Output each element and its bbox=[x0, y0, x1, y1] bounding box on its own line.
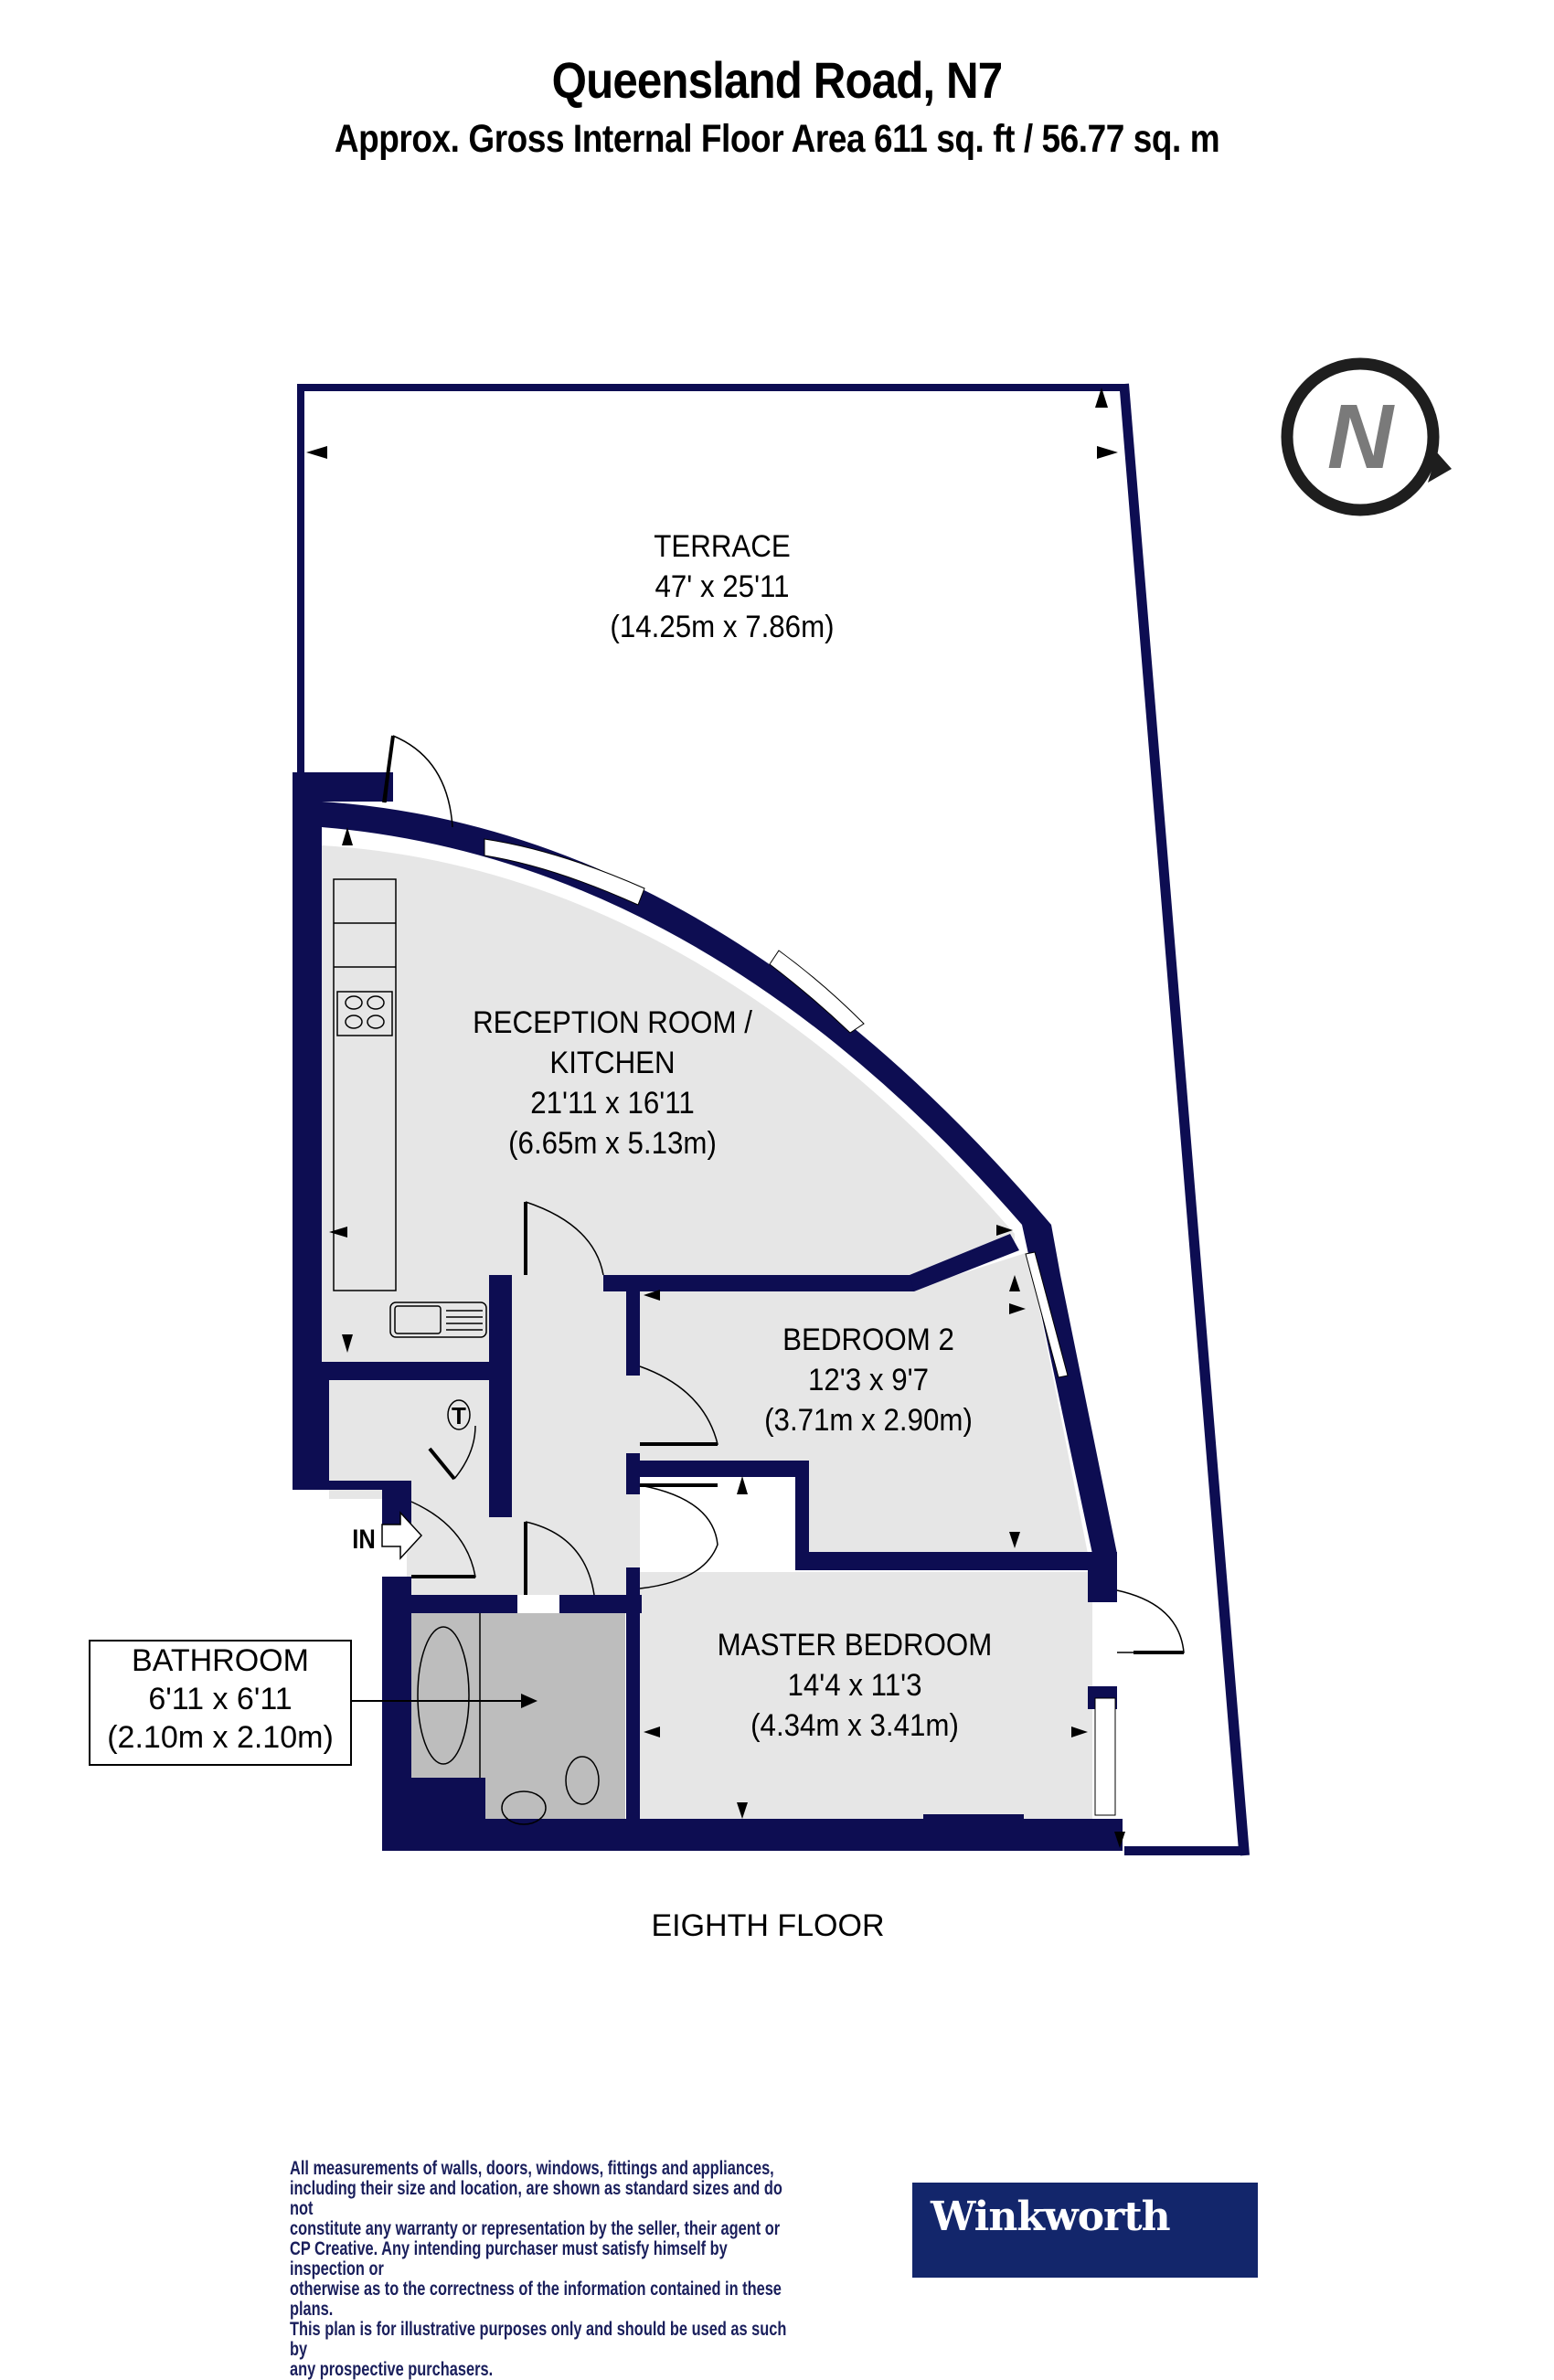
entrance-label: IN bbox=[352, 1525, 376, 1555]
terrace-imperial: 47' x 25'11 bbox=[655, 569, 790, 604]
reception-name-2: KITCHEN bbox=[549, 1046, 676, 1080]
windows bbox=[484, 838, 1116, 1816]
compass-label: N bbox=[1327, 386, 1395, 488]
dimension-arrows bbox=[329, 827, 1125, 1848]
reception-imperial: 21'11 x 16'11 bbox=[530, 1086, 695, 1121]
door-leaves bbox=[382, 735, 1184, 1654]
reception-metric: (6.65m x 5.13m) bbox=[508, 1126, 717, 1161]
door-swings bbox=[385, 735, 1185, 1653]
bedroom2-label: BEDROOM 2 12'3 x 9'7 (3.71m x 2.90m) bbox=[742, 1320, 995, 1440]
floor-plan: T N bbox=[293, 357, 1452, 1856]
master-name: MASTER BEDROOM bbox=[717, 1628, 993, 1663]
master-metric: (4.34m x 3.41m) bbox=[750, 1708, 959, 1743]
bathroom-pointer-arrow bbox=[521, 1694, 538, 1708]
bathroom-name: BATHROOM bbox=[132, 1643, 309, 1678]
bathroom-metric: (2.10m x 2.10m) bbox=[107, 1720, 334, 1755]
master-bedroom-fill bbox=[640, 1572, 1092, 1823]
reception-kitchen-label: RECEPTION ROOM / KITCHEN 21'11 x 16'11 (… bbox=[444, 1003, 781, 1163]
north-compass-icon: N bbox=[1281, 357, 1452, 516]
terrace-label: TERRACE 47' x 25'11 (14.25m x 7.86m) bbox=[562, 526, 882, 647]
property-title: Queensland Road, N7 bbox=[551, 51, 1004, 109]
cupboard-marker-label: T bbox=[452, 1402, 466, 1429]
walls bbox=[293, 772, 1123, 1851]
bedroom2-fill bbox=[640, 1252, 1088, 1554]
master-bedroom-label: MASTER BEDROOM 14'4 x 11'3 (4.34m x 3.41… bbox=[691, 1625, 1019, 1746]
entrance-arrow-icon bbox=[381, 1511, 423, 1560]
bedroom2-name: BEDROOM 2 bbox=[782, 1323, 954, 1357]
logo-text: Winkworth bbox=[931, 2194, 1171, 2240]
bathroom-imperial: 6'11 x 6'11 bbox=[148, 1682, 293, 1716]
terrace-metric: (14.25m x 7.86m) bbox=[610, 610, 835, 644]
bathroom-label-box: BATHROOM 6'11 x 6'11 (2.10m x 2.10m) bbox=[89, 1640, 352, 1766]
disclaimer-text: All measurements of walls, doors, window… bbox=[290, 2158, 787, 2380]
cupboard-marker-icon bbox=[447, 1399, 471, 1430]
winkworth-logo: Winkworth bbox=[912, 2183, 1258, 2278]
reception-name: RECEPTION ROOM / bbox=[473, 1005, 752, 1040]
master-imperial: 14'4 x 11'3 bbox=[787, 1668, 922, 1703]
bathroom-fixtures bbox=[417, 1613, 600, 1825]
terrace-name: TERRACE bbox=[654, 529, 791, 564]
bedroom2-imperial: 12'3 x 9'7 bbox=[808, 1363, 929, 1397]
floor-area-subtitle: Approx. Gross Internal Floor Area 611 sq… bbox=[334, 117, 1220, 161]
bedroom2-metric: (3.71m x 2.90m) bbox=[764, 1403, 973, 1438]
reception-room-fill bbox=[322, 845, 1015, 1403]
kitchen-units bbox=[333, 878, 487, 1338]
floor-label: EIGHTH FLOOR bbox=[651, 1908, 885, 1943]
